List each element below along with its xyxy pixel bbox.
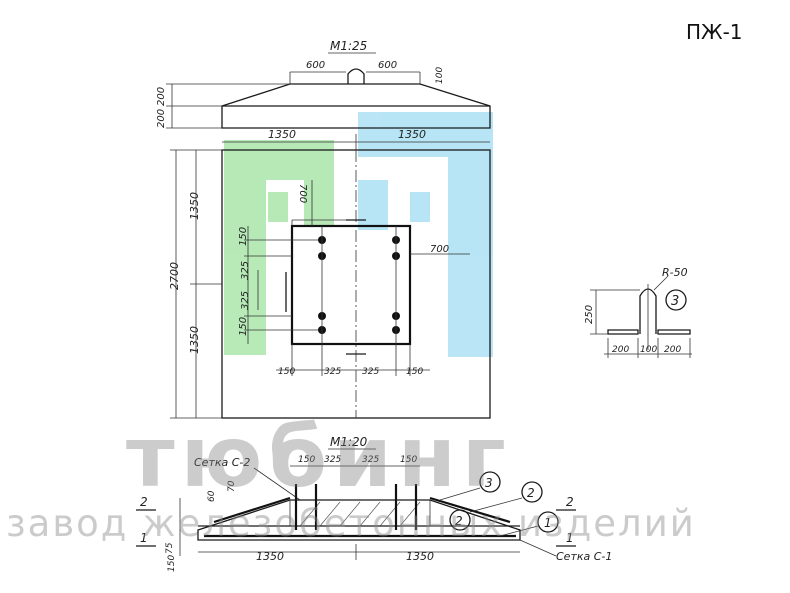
dim-top-right: 600 [378,60,397,71]
callout-3: 3 [485,476,493,490]
detail-radius: R-50 [662,266,688,279]
dim-bottom-150b: 150 [406,367,423,377]
dim-row-150b: 150 [238,317,249,336]
cut-mark-2-left: 2 [140,495,148,509]
dim-row-325b: 325 [240,291,251,310]
detail-w1: 200 [612,345,629,355]
dim-bottom-325a: 325 [324,367,341,377]
dim-ledge-1: 200 [156,87,167,106]
detail-callout: 3 [671,294,679,309]
sec-dim-150b: 150 [400,455,417,465]
mesh-bottom-label: Сетка С-1 [556,550,612,563]
callout-2a: 2 [527,486,535,500]
sec-dim-150: 150 [167,555,177,572]
detail-view: R-50 3 250 200 100 200 [584,266,692,358]
dim-h-upper: 1350 [188,192,201,220]
detail-height: 250 [584,305,595,324]
dim-h-total: 2700 [168,262,181,290]
watermark-logo [224,112,493,357]
sec-dim-325b: 325 [362,455,379,465]
cut-mark-1-left: 1 [140,531,148,545]
sheet-code: ПЖ-1 [686,20,743,44]
lifting-loop [347,68,365,84]
dim-half-right: 1350 [398,128,426,141]
detail-w3: 200 [664,345,681,355]
dim-row-150a: 150 [238,227,249,246]
plan-scale-label: М1:25 [330,39,367,53]
watermark-tagline: завод железобетонных изделий [6,502,696,545]
dim-h-lower: 1350 [188,326,201,354]
dim-half-left: 1350 [268,128,296,141]
sec-dim-325a: 325 [324,455,341,465]
cut-mark-1-right: 1 [566,531,574,545]
section-view: М1:20 Сетка С-2 150 325 325 150 [136,435,612,572]
detail-w2: 100 [640,345,657,355]
dim-bottom-150a: 150 [278,367,295,377]
detail-callout-circle [665,289,687,311]
sec-dim-60: 60 [207,490,217,502]
dim-top-left: 600 [306,60,325,71]
section-scale-label: М1:20 [330,435,368,449]
opening-square [290,224,412,346]
sec-dim-75: 75 [165,542,175,554]
sec-width-left: 1350 [256,550,284,563]
callout-1: 1 [544,516,552,530]
plan-view: М1:25 600 600 100 200 200 1350 1350 [156,39,491,419]
dim-loop: 100 [435,67,445,84]
dim-inner-700h: 700 [430,244,449,255]
dim-row-325a: 325 [240,261,251,280]
dim-inner-700v: 700 [297,184,308,203]
mesh-top-label: Сетка С-2 [194,456,250,469]
cut-mark-2-right: 2 [566,495,574,509]
callout-2b: 2 [455,514,463,528]
watermark-brand: тюбинг [126,408,512,506]
dim-ledge-2: 200 [156,109,167,128]
sec-width-right: 1350 [406,550,434,563]
sec-dim-70: 70 [227,480,237,492]
dim-bottom-325b: 325 [362,367,379,377]
sec-dim-150a: 150 [298,455,315,465]
rebar-points [318,236,400,334]
